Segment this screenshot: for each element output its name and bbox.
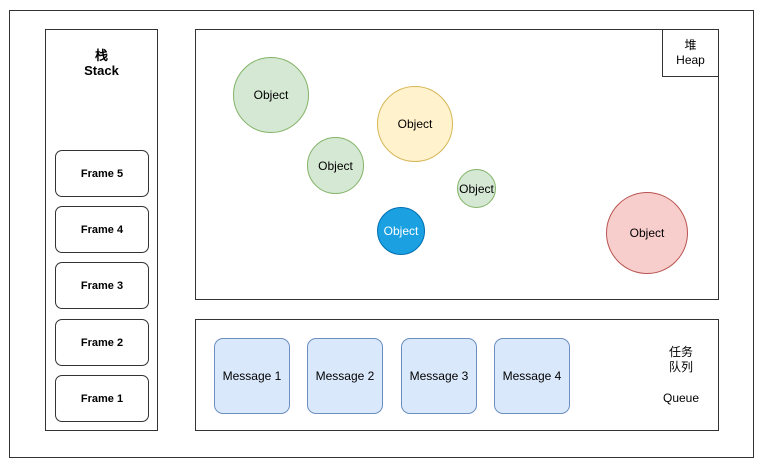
heap-panel: 堆 Heap Object Object Object Object Objec… (195, 29, 719, 300)
queue-label-cn: 任务 队列 (661, 345, 701, 375)
stack-frame: Frame 4 (55, 206, 149, 253)
queue-message: Message 1 (214, 338, 290, 414)
heap-label: 堆 Heap (662, 29, 719, 77)
queue-message: Message 2 (307, 338, 383, 414)
heap-object: Object (233, 57, 309, 133)
heap-object: Object (377, 86, 453, 162)
stack-title-cn: 栈 (94, 48, 108, 63)
stack-frame: Frame 3 (55, 262, 149, 309)
stack-frame: Frame 5 (55, 150, 149, 197)
heap-object: Object (377, 207, 425, 255)
stack-panel: 栈 Stack Frame 5 Frame 4 Frame 3 Frame 2 … (45, 29, 158, 431)
stack-frame: Frame 2 (55, 319, 149, 366)
queue-label-cn-line1: 任务 (668, 345, 693, 359)
heap-object: Object (307, 137, 364, 194)
outer-frame (9, 10, 754, 458)
stack-title-en: Stack (84, 63, 119, 78)
queue-label-cn-line2: 队列 (668, 360, 693, 374)
heap-object: Object (606, 192, 688, 274)
stack-frame: Frame 1 (55, 375, 149, 422)
queue-message: Message 4 (494, 338, 570, 414)
queue-label-en: Queue (662, 391, 700, 405)
heap-label-cn: 堆 (684, 38, 697, 52)
heap-label-en: Heap (676, 53, 705, 67)
queue-message: Message 3 (401, 338, 477, 414)
queue-panel: Message 1 Message 2 Message 3 Message 4 … (195, 319, 719, 431)
heap-object: Object (457, 169, 496, 208)
stack-title: 栈 Stack (46, 48, 157, 78)
